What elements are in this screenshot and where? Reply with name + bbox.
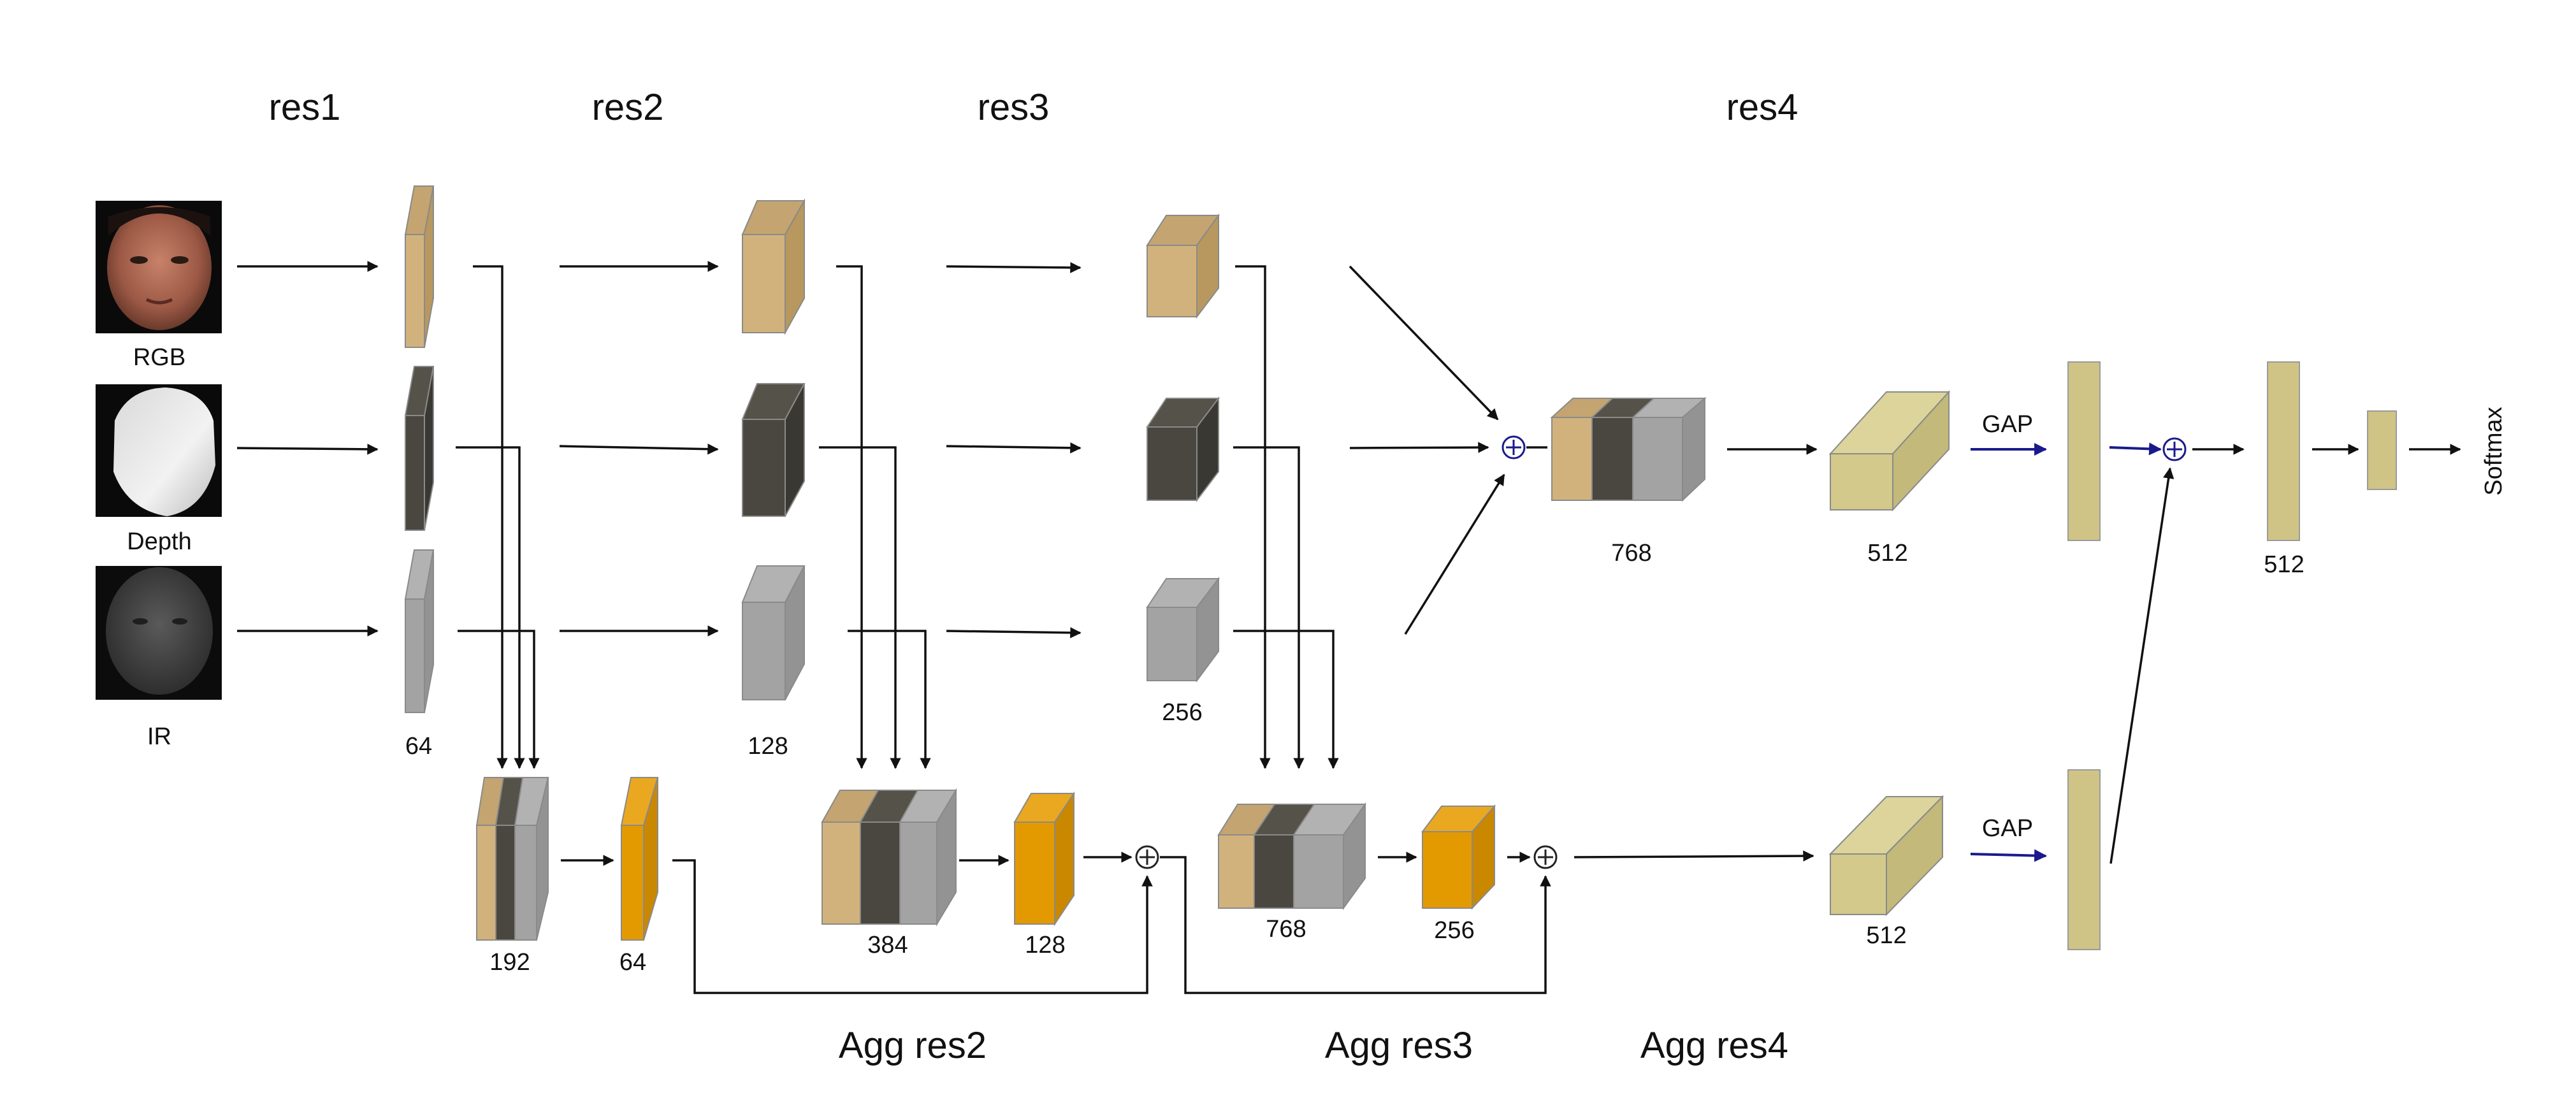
gap-top-vector: [2067, 361, 2101, 541]
agg1-concat-dim-label: 192: [489, 949, 530, 976]
agg-res3-label: Agg res3: [1325, 1025, 1473, 1066]
agg3-output-dim-label: 256: [1434, 917, 1474, 944]
agg-res2-label: Agg res2: [839, 1025, 987, 1066]
ir-input-image: [96, 566, 222, 700]
arrow-res2-to-res3-depth: [946, 442, 1082, 454]
agg2-skip-connection: [1160, 856, 1551, 994]
arrow-agg3-sum-to-agg4: [1574, 850, 1814, 862]
agg3-output-block: [1421, 804, 1496, 910]
res2-to-agg2-taps: [819, 265, 931, 769]
res3-to-agg3-taps: [1233, 265, 1339, 769]
arrow-gap-bottom: [1970, 849, 2047, 862]
gap-top-label: GAP: [1982, 411, 2033, 438]
agg2-output-block: [1013, 791, 1075, 927]
logits-vector: [2367, 410, 2397, 490]
res2-depth-feature-block: [741, 383, 806, 517]
res2-ir-feature-block: [741, 565, 806, 700]
res4-main-dim-label: 512: [1867, 540, 1907, 567]
agg-res4-label: Agg res4: [1640, 1025, 1788, 1066]
arrow-res2-to-res3-rgb: [946, 262, 1082, 273]
res4-fused-dim-label: 768: [1611, 540, 1651, 567]
fc-512-vector: [2267, 361, 2300, 541]
res2-dim-label: 128: [748, 733, 788, 760]
agg2-concat-block: [821, 788, 957, 927]
ir-label: IR: [147, 723, 171, 750]
stage-title-res3: res3: [978, 87, 1050, 128]
agg1-concat-block: [475, 777, 549, 941]
res3-rgb-feature-block: [1146, 213, 1220, 319]
res4-fused-concat-block: [1550, 396, 1707, 502]
arrow-res2-to-res3-ir: [946, 627, 1082, 639]
res1-depth-feature-block: [404, 366, 435, 531]
res4-fusion-add-node: [1501, 435, 1526, 459]
arrow-res1-to-res2-depth: [559, 443, 719, 455]
res1-ir-feature-block: [404, 549, 435, 713]
agg2-output-dim-label: 128: [1025, 932, 1065, 959]
depth-input-image: [96, 384, 222, 517]
agg1-output-block: [620, 777, 659, 941]
stage-title-res1: res1: [269, 87, 341, 128]
rgb-label: RGB: [133, 344, 185, 371]
arrow-depth-to-res1: [236, 444, 379, 455]
res2-rgb-feature-block: [741, 198, 806, 335]
agg3-sum-node: [1533, 845, 1558, 869]
res3-depth-feature-block: [1146, 396, 1220, 502]
agg3-concat-block: [1217, 802, 1366, 911]
agg1-output-dim-label: 64: [619, 949, 646, 976]
stage-title-res4: res4: [1726, 87, 1798, 128]
agg4-block: [1828, 795, 1944, 916]
final-sum-node: [2162, 437, 2187, 461]
fc-512-dim-label: 512: [2264, 551, 2304, 578]
gap-bottom-label: GAP: [1982, 815, 2033, 842]
res3-dim-label: 256: [1162, 699, 1202, 726]
res1-dim-label: 64: [405, 733, 432, 760]
arrow-gap-bottom-to-sum: [2109, 467, 2174, 864]
agg4-dim-label: 512: [1866, 922, 1906, 949]
res3-ir-feature-block: [1146, 577, 1220, 683]
res1-rgb-feature-block: [404, 185, 435, 348]
arrow-res3-depth-to-fusion: [1349, 442, 1489, 453]
res1-to-agg1-taps: [456, 265, 540, 769]
arrow-res3-ir-to-fusion: [1404, 474, 1505, 635]
agg2-sum-node: [1135, 845, 1159, 869]
rgb-input-image: [96, 201, 222, 333]
softmax-label: Softmax: [2480, 407, 2507, 495]
depth-label: Depth: [127, 528, 191, 555]
gap-bottom-vector: [2067, 769, 2101, 950]
res4-main-block: [1828, 390, 1951, 512]
arrow-res3-rgb-to-fusion: [1349, 265, 1499, 421]
agg1-skip-connection: [672, 859, 1153, 994]
stage-title-res2: res2: [592, 87, 664, 128]
arrow-gap-top-to-sum: [2109, 442, 2162, 456]
agg2-concat-dim-label: 384: [867, 932, 908, 959]
agg3-concat-dim-label: 768: [1266, 916, 1306, 943]
